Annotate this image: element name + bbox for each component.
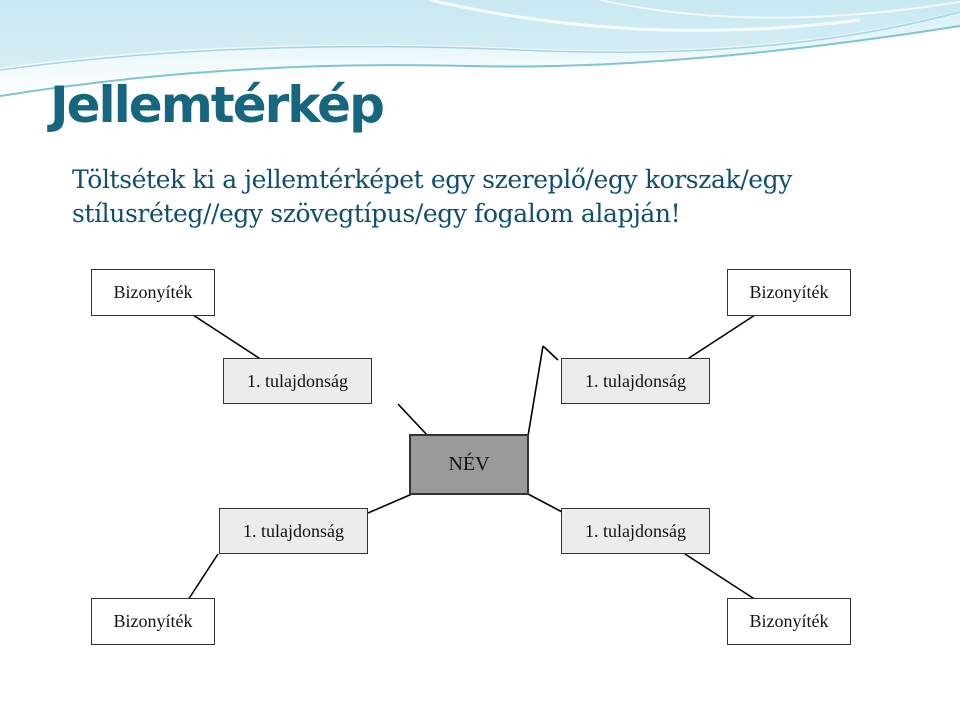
trait-box-upper-left: 1. tulajdonság [223, 358, 372, 404]
header-wave-decoration [0, 0, 960, 97]
connector-line [527, 345, 544, 437]
center-name-box: NÉV [409, 434, 529, 495]
connector-line [684, 553, 757, 601]
connector-line [685, 314, 756, 361]
trait-box-upper-right: 1. tulajdonság [561, 358, 710, 404]
evidence-box-bottom-left: Bizonyíték [91, 598, 215, 645]
connector-line [367, 493, 413, 514]
trait-box-lower-left: 1. tulajdonság [219, 508, 368, 554]
evidence-box-top-right: Bizonyíték [727, 269, 851, 316]
connector-line [527, 493, 565, 514]
connector-line [187, 553, 219, 601]
slide-title: Jellemtérkép [50, 76, 385, 134]
trait-box-lower-right: 1. tulajdonság [561, 508, 710, 554]
slide-instruction: Töltsétek ki a jellemtérképet egy szerep… [72, 165, 792, 228]
evidence-box-top-left: Bizonyíték [91, 269, 215, 316]
evidence-box-bottom-right: Bizonyíték [727, 598, 851, 645]
connector-line [397, 403, 429, 437]
connector-line [542, 345, 559, 361]
connector-line [192, 314, 263, 361]
